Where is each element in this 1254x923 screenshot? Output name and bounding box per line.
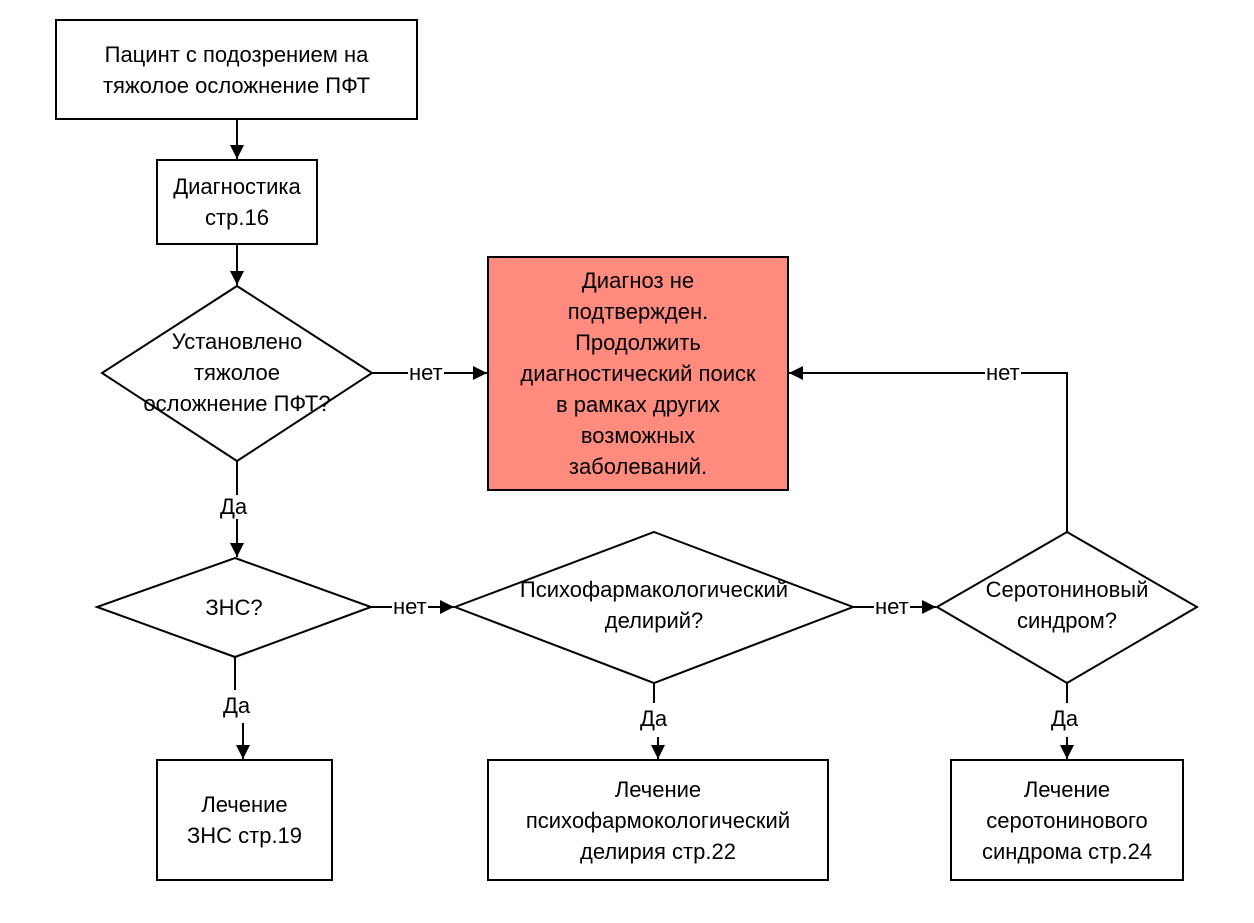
edge-label-established-no: нет (408, 360, 444, 385)
decision-serotonin-label: Серотониновый синдром? (985, 577, 1149, 633)
edge-label-delirium-yes: Да (639, 706, 669, 731)
treat-serotonin-label: Лечение серотонинового синдрома стр.24 (981, 776, 1153, 864)
treat-serotonin-box[interactable] (950, 759, 1184, 881)
edge-label-zns-no: нет (392, 594, 428, 619)
decision-zns-label: ЗНС? (205, 594, 263, 620)
decision-established-label: Установлено тяжолое осложнение ПФТ? (143, 328, 331, 416)
treat-delirium-box[interactable] (487, 759, 829, 881)
edge-serotonin-no (789, 366, 1068, 532)
treat-delirium-label: Лечение психофармокологический делирия с… (525, 776, 791, 864)
edge-label-zns-yes: Да (222, 693, 252, 718)
decision-delirium-label: Психофармакологический делирий? (519, 577, 789, 633)
not-confirmed-box[interactable] (487, 256, 789, 491)
start-box[interactable] (55, 19, 418, 120)
treat-zns-label: Лечение ЗНС стр.19 (186, 792, 303, 848)
diagnostics-box[interactable] (156, 159, 318, 245)
start-label: Пацинт с подозрением на тяжолое осложнен… (102, 41, 371, 98)
edge-label-established-yes: Да (219, 494, 249, 519)
not-confirmed-label: Диагноз не подтвержден. Продолжить диагн… (520, 268, 756, 479)
edge-label-serotonin-yes: Да (1050, 706, 1080, 731)
edge-label-serotonin-no: нет (985, 360, 1021, 385)
edge-label-delirium-no: нет (874, 594, 910, 619)
treat-zns-box[interactable] (156, 759, 333, 881)
diagnostics-label: Диагностика стр.16 (173, 174, 301, 230)
